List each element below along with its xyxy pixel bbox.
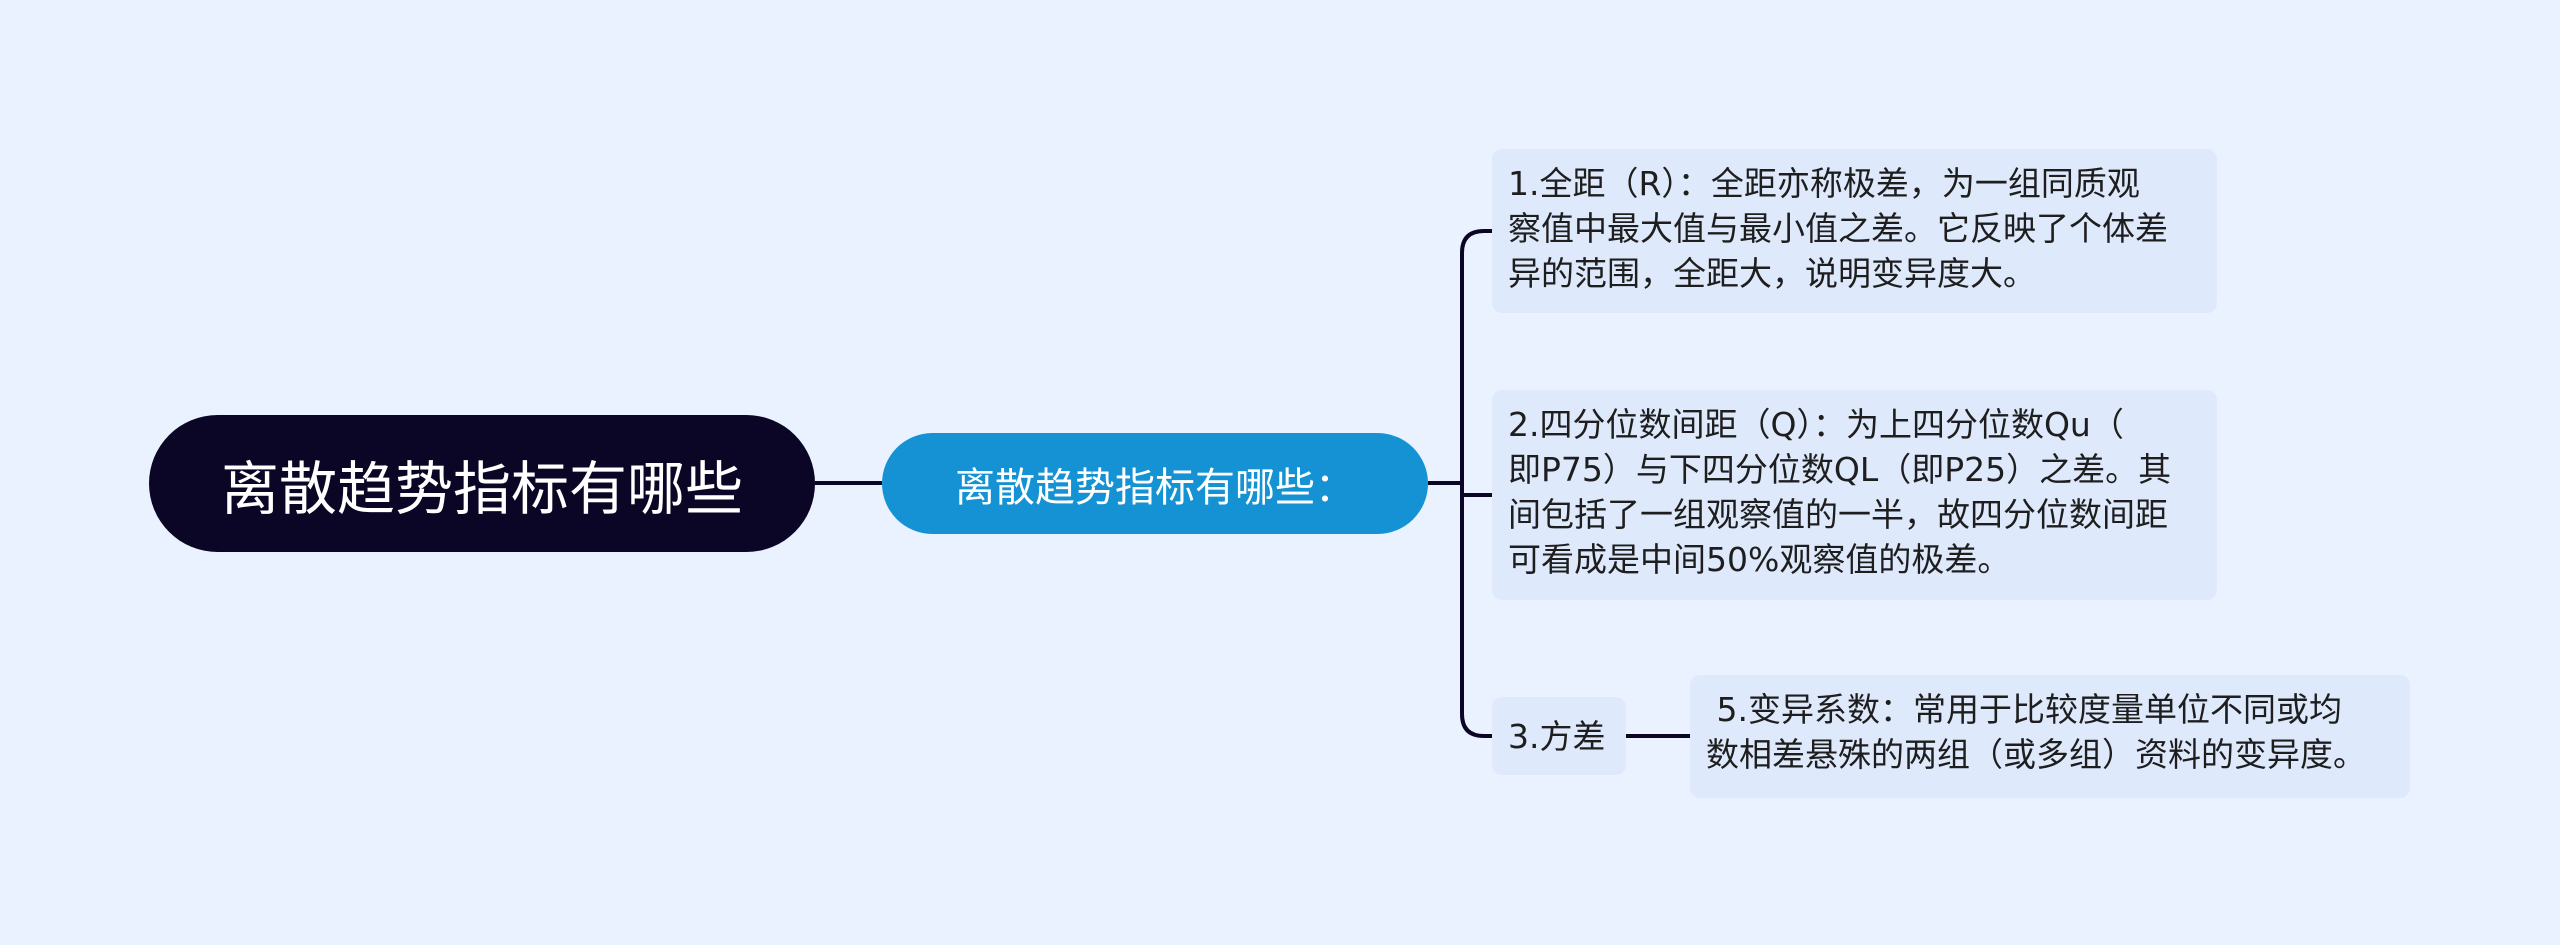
subtopic-text-line: 异的范围，全距大，说明变异度大。 <box>1508 254 2036 293</box>
branch-topic-label: 离散趋势指标有哪些： <box>955 464 1355 511</box>
subtopic-coefficient-of-variation[interactable]: 5.变异系数：常用于比较度量单位不同或均 数相差悬殊的两组（或多组）资料的变异度… <box>1690 675 2410 798</box>
subtopic-text-line: 间包括了一组观察值的一半，故四分位数间距 <box>1508 495 2168 534</box>
subtopic-interquartile-range[interactable]: 2.四分位数间距（Q）：为上四分位数Qu（ 即P75）与下四分位数QL（即P25… <box>1492 390 2217 600</box>
subtopic-text-line: 5.变异系数：常用于比较度量单位不同或均 <box>1706 690 2342 729</box>
subtopic-text-line: 察值中最大值与最小值之差。它反映了个体差 <box>1508 209 2168 248</box>
subtopic-text-line: 可看成是中间50%观察值的极差。 <box>1508 540 2011 579</box>
subtopic-text-line: 2.四分位数间距（Q）：为上四分位数Qu（ <box>1508 405 2124 444</box>
branch-to-item1-connector <box>1460 229 1492 483</box>
subtopic-text-line: 数相差悬殊的两组（或多组）资料的变异度。 <box>1706 735 2366 774</box>
subtopic-text-line: 即P75）与下四分位数QL（即P25）之差。其 <box>1508 450 2172 489</box>
subtopic-label: 3.方差 <box>1508 716 1606 756</box>
branch-topic[interactable]: 离散趋势指标有哪些： <box>882 433 1428 534</box>
subtopic-text-line: 1.全距（R）：全距亦称极差，为一组同质观 <box>1508 164 2140 203</box>
branch-to-item3-connector <box>1460 483 1492 738</box>
root-topic-label: 离散趋势指标有哪些 <box>220 454 743 523</box>
subtopic-range[interactable]: 1.全距（R）：全距亦称极差，为一组同质观 察值中最大值与最小值之差。它反映了个… <box>1492 149 2217 313</box>
root-topic[interactable]: 离散趋势指标有哪些 <box>149 415 815 552</box>
subtopic-variance[interactable]: 3.方差 <box>1492 697 1626 775</box>
